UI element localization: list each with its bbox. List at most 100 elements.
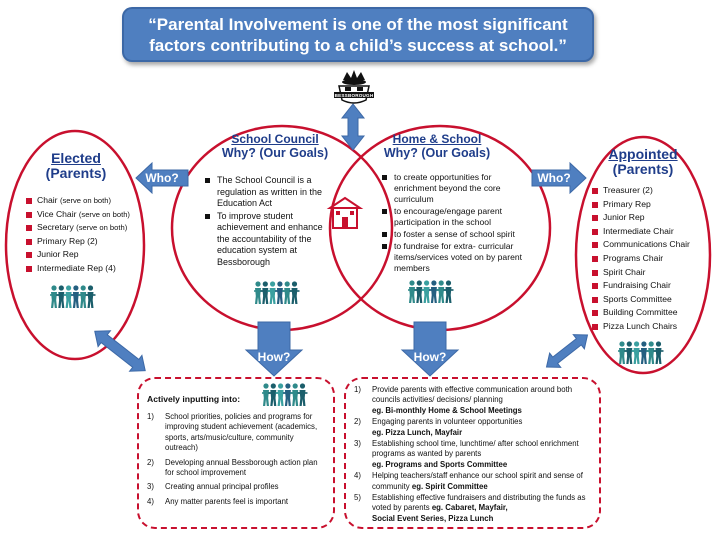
home-school-subtitle: Why? (Our Goals) bbox=[383, 146, 491, 160]
home-school-header: Home & School Why? (Our Goals) bbox=[367, 132, 507, 160]
person-figure bbox=[436, 280, 447, 303]
crest-icon: BESSBOROUGH bbox=[331, 66, 377, 106]
elected-list: Chair (serve on both) Vice Chair (serve … bbox=[26, 194, 144, 276]
list-item: Sports Committee bbox=[592, 293, 704, 307]
crest-text: BESSBOROUGH bbox=[334, 93, 374, 98]
how-right-arrow bbox=[400, 321, 460, 377]
person-figure bbox=[646, 341, 657, 364]
who-left-arrow bbox=[135, 161, 189, 195]
person-figure bbox=[289, 281, 300, 304]
list-item: Chair (serve on both) bbox=[26, 194, 144, 208]
list-item: Junior Rep bbox=[26, 248, 144, 262]
council-activities-content: Actively inputting into: 1)School priori… bbox=[147, 394, 327, 511]
person-figure bbox=[275, 383, 286, 406]
school-council-title: School Council bbox=[231, 132, 319, 146]
person-figure bbox=[70, 285, 81, 308]
list-item: 1)Provide parents with effective communi… bbox=[354, 385, 573, 415]
elected-subtitle: (Parents) bbox=[45, 165, 107, 181]
person-figure bbox=[282, 383, 293, 406]
person-figure bbox=[421, 280, 432, 303]
person-figure bbox=[254, 281, 263, 304]
list-item: 4)Any matter parents feel is important bbox=[147, 496, 289, 506]
person-figure bbox=[260, 281, 271, 304]
council-activities-heading: Actively inputting into: bbox=[147, 394, 241, 404]
person-figure bbox=[85, 285, 96, 308]
people-group-icon bbox=[262, 383, 308, 406]
people-group-icon bbox=[618, 341, 664, 364]
list-item: 5)Establishing effective fundraisers and… bbox=[354, 493, 586, 523]
home-school-activities-list: 1)Provide parents with effective communi… bbox=[354, 385, 594, 524]
who-right-arrow bbox=[531, 161, 587, 195]
person-figure bbox=[297, 383, 308, 406]
list-item: 4)Helping teachers/staff enhance our sch… bbox=[354, 471, 583, 491]
right-diagonal-arrow bbox=[545, 334, 589, 368]
list-item: to foster a sense of school spirit bbox=[382, 229, 532, 240]
home-school-activities-box bbox=[344, 377, 601, 529]
appointed-list: Treasurer (2) Primary Rep Junior Rep Int… bbox=[592, 184, 704, 334]
elected-circle bbox=[4, 129, 146, 361]
list-item: Fundraising Chair bbox=[592, 279, 704, 293]
list-item: Treasurer (2) bbox=[592, 184, 704, 198]
person-figure bbox=[50, 285, 59, 308]
person-figure bbox=[618, 341, 627, 364]
how-left-arrow bbox=[244, 321, 304, 377]
people-group-icon bbox=[50, 285, 96, 308]
council-activities-list: 1)School priorities, policies and progra… bbox=[147, 412, 327, 507]
list-item: Intermediate Rep (4) bbox=[26, 262, 144, 276]
person-figure bbox=[414, 280, 425, 303]
list-item: Building Committee bbox=[592, 306, 704, 320]
person-figure bbox=[631, 341, 642, 364]
school-house-icon bbox=[326, 196, 364, 229]
list-item: Secretary (serve on both) bbox=[26, 221, 144, 235]
list-item: Spirit Chair bbox=[592, 266, 704, 280]
list-item: 1)School priorities, policies and progra… bbox=[147, 412, 318, 453]
school-council-list: The School Council is a regulation as wr… bbox=[205, 175, 335, 269]
list-item: 3)Establishing school time, lunchtime/ a… bbox=[354, 439, 579, 469]
list-item: Vice Chair (serve on both) bbox=[26, 208, 144, 222]
list-item: Programs Chair bbox=[592, 252, 704, 266]
person-figure bbox=[262, 383, 271, 406]
person-figure bbox=[638, 341, 649, 364]
home-school-activities-content: 1)Provide parents with effective communi… bbox=[354, 385, 594, 525]
home-school-title: Home & School bbox=[392, 132, 482, 146]
person-figure bbox=[653, 341, 664, 364]
people-group-icon bbox=[408, 280, 454, 303]
person-figure bbox=[56, 285, 67, 308]
appointed-subtitle: (Parents) bbox=[612, 161, 674, 177]
list-item: to create opportunities for enrichment b… bbox=[382, 172, 532, 205]
person-figure bbox=[428, 280, 439, 303]
appointed-circle bbox=[574, 135, 712, 375]
person-figure bbox=[443, 280, 454, 303]
council-activities-box bbox=[137, 377, 335, 529]
person-figure bbox=[290, 383, 301, 406]
person-figure bbox=[267, 281, 278, 304]
crest-double-arrow bbox=[340, 103, 366, 151]
list-item: To improve student achievement and enhan… bbox=[205, 211, 335, 269]
person-figure bbox=[78, 285, 89, 308]
list-item: Junior Rep bbox=[592, 211, 704, 225]
list-item: 2)Developing annual Bessborough action p… bbox=[147, 457, 318, 478]
list-item: Primary Rep (2) bbox=[26, 235, 144, 249]
person-figure bbox=[282, 281, 293, 304]
list-item: Pizza Lunch Chairs bbox=[592, 320, 704, 334]
how-right-label: How? bbox=[413, 350, 447, 364]
list-item: The School Council is a regulation as wr… bbox=[205, 175, 335, 210]
who-left-label: Who? bbox=[145, 171, 179, 185]
list-item: to encourage/engage parent participation… bbox=[382, 206, 532, 228]
list-item: Intermediate Chair bbox=[592, 225, 704, 239]
appointed-title: Appointed bbox=[608, 146, 678, 162]
person-figure bbox=[624, 341, 635, 364]
appointed-panel: Appointed (Parents) bbox=[590, 146, 696, 177]
left-diagonal-arrow bbox=[94, 330, 146, 372]
who-right-label: Who? bbox=[537, 171, 571, 185]
elected-panel: Elected (Parents) bbox=[20, 150, 132, 181]
person-figure bbox=[268, 383, 279, 406]
person-figure bbox=[408, 280, 417, 303]
quote-banner: “Parental Involvement is one of the most… bbox=[122, 7, 594, 62]
list-item: Primary Rep bbox=[592, 198, 704, 212]
people-group-icon bbox=[254, 281, 300, 304]
list-item: to fundraise for extra- curricular items… bbox=[382, 241, 532, 274]
how-left-label: How? bbox=[257, 350, 291, 364]
elected-title: Elected bbox=[51, 150, 101, 166]
